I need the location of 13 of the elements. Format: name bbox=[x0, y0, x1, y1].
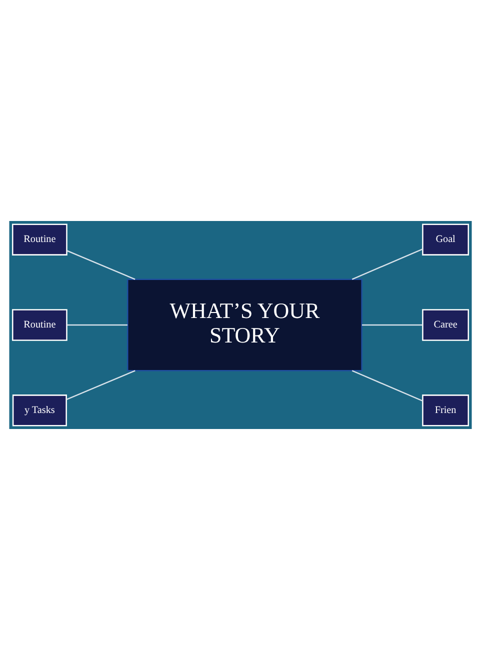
connector bbox=[66, 250, 135, 280]
node-box: WHAT’S YOUR STORY bbox=[126, 278, 362, 372]
node-box: Routine bbox=[12, 224, 67, 256]
connector bbox=[351, 248, 422, 280]
node-box: Routine bbox=[12, 309, 67, 341]
connector bbox=[66, 324, 127, 326]
connector bbox=[351, 370, 422, 402]
connector bbox=[361, 324, 422, 326]
node-box: y Tasks bbox=[12, 394, 66, 426]
node-box: Goal bbox=[422, 224, 468, 256]
node-box: Frien bbox=[422, 394, 468, 426]
connector bbox=[66, 370, 135, 400]
node-box: Caree bbox=[422, 309, 468, 341]
